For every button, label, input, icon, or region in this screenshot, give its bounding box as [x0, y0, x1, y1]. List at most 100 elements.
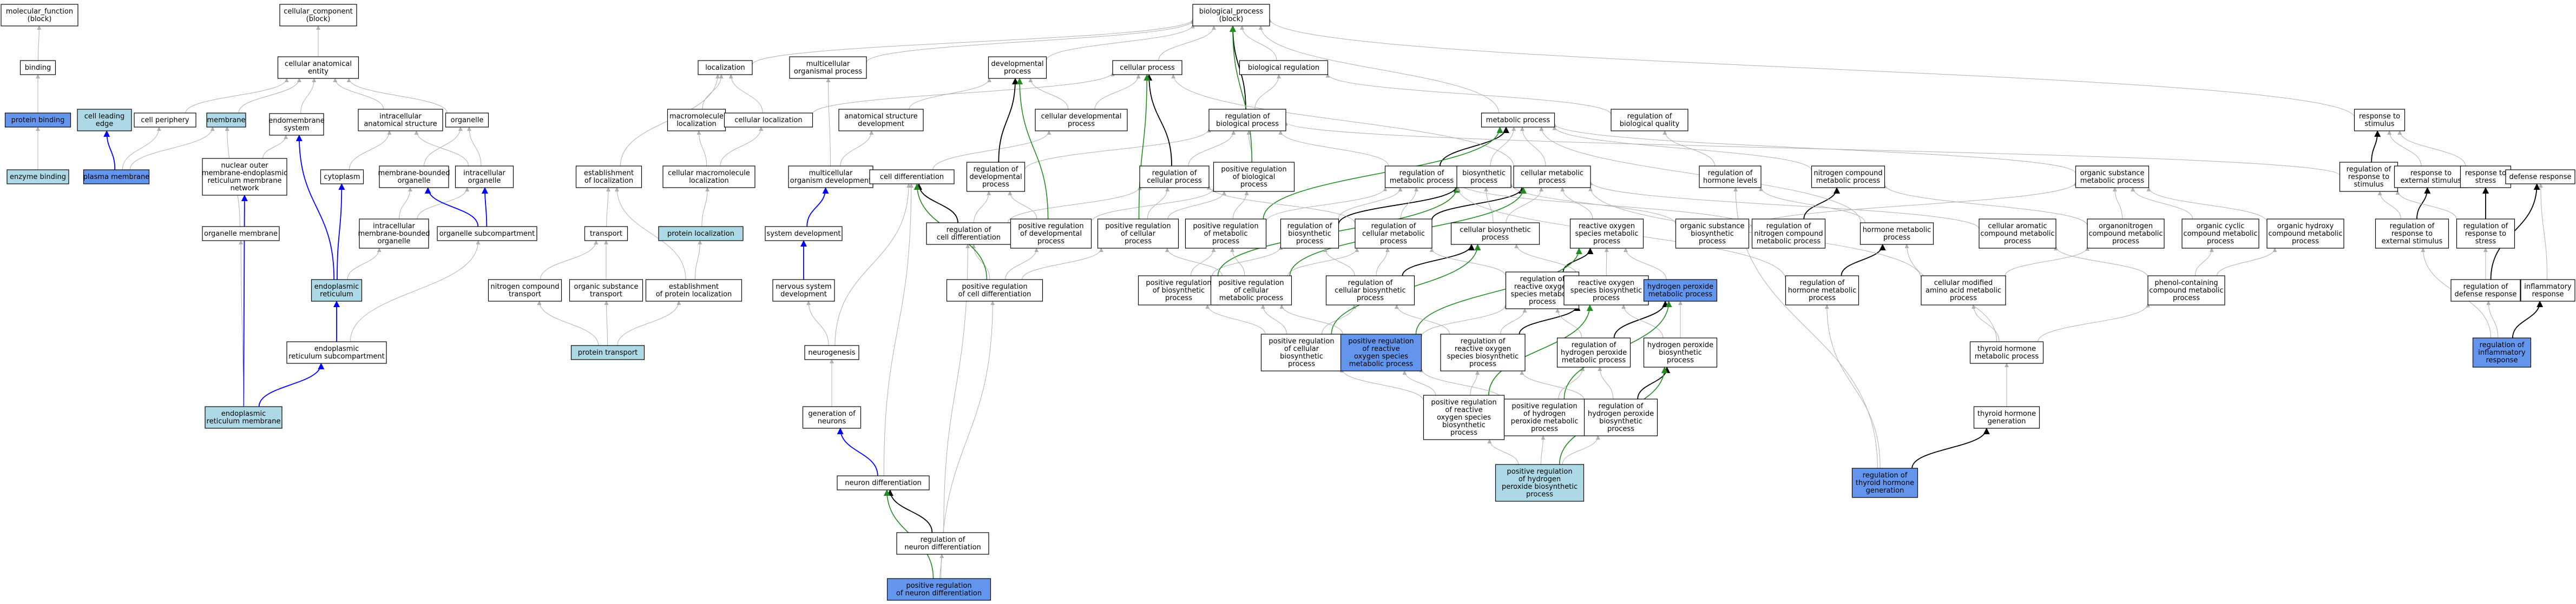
node-cell-differentiation[interactable]: cell differentiation — [869, 169, 955, 184]
node-neurogenesis[interactable]: neurogenesis — [804, 345, 859, 360]
node-protein-localization[interactable]: protein localization — [658, 226, 744, 241]
node-system-development[interactable]: system development — [765, 226, 843, 241]
node-cell-periphery[interactable]: cell periphery — [134, 112, 196, 128]
node-cellular-process[interactable]: cellular process — [1112, 60, 1182, 75]
node-defense-response[interactable]: defense response — [2505, 169, 2575, 184]
node-plasma-membrane[interactable]: plasma membrane — [83, 169, 150, 184]
node-localization[interactable]: localization — [698, 60, 753, 75]
node-cytoplasm[interactable]: cytoplasm — [320, 169, 364, 184]
node-cellular-localization[interactable]: cellular localization — [724, 112, 813, 128]
node-nuclear-outer-membrane-er-network[interactable]: nuclear outermembrane-endoplasmicreticul… — [202, 158, 287, 196]
node-biological-process[interactable]: biological_process(block) — [1192, 4, 1270, 26]
node-protein-transport[interactable]: protein transport — [570, 345, 645, 360]
node-transport[interactable]: transport — [584, 226, 628, 241]
node-organelle-membrane[interactable]: organelle membrane — [202, 226, 280, 241]
node-membrane[interactable]: membrane — [206, 112, 246, 128]
node-protein-binding[interactable]: protein binding — [4, 112, 71, 128]
node-organelle-subcompartment[interactable]: organelle subcompartment — [437, 226, 537, 241]
node-binding[interactable]: binding — [19, 60, 56, 75]
node-molecular-function[interactable]: molecular_function(block) — [1, 4, 78, 26]
node-organelle[interactable]: organelle — [445, 112, 489, 128]
node-cellular-component[interactable]: cellular_component(block) — [279, 4, 357, 26]
node-biological-regulation[interactable]: biological regulation — [1239, 60, 1329, 75]
node-neuron-differentiation[interactable]: neuron differentiation — [837, 475, 930, 490]
